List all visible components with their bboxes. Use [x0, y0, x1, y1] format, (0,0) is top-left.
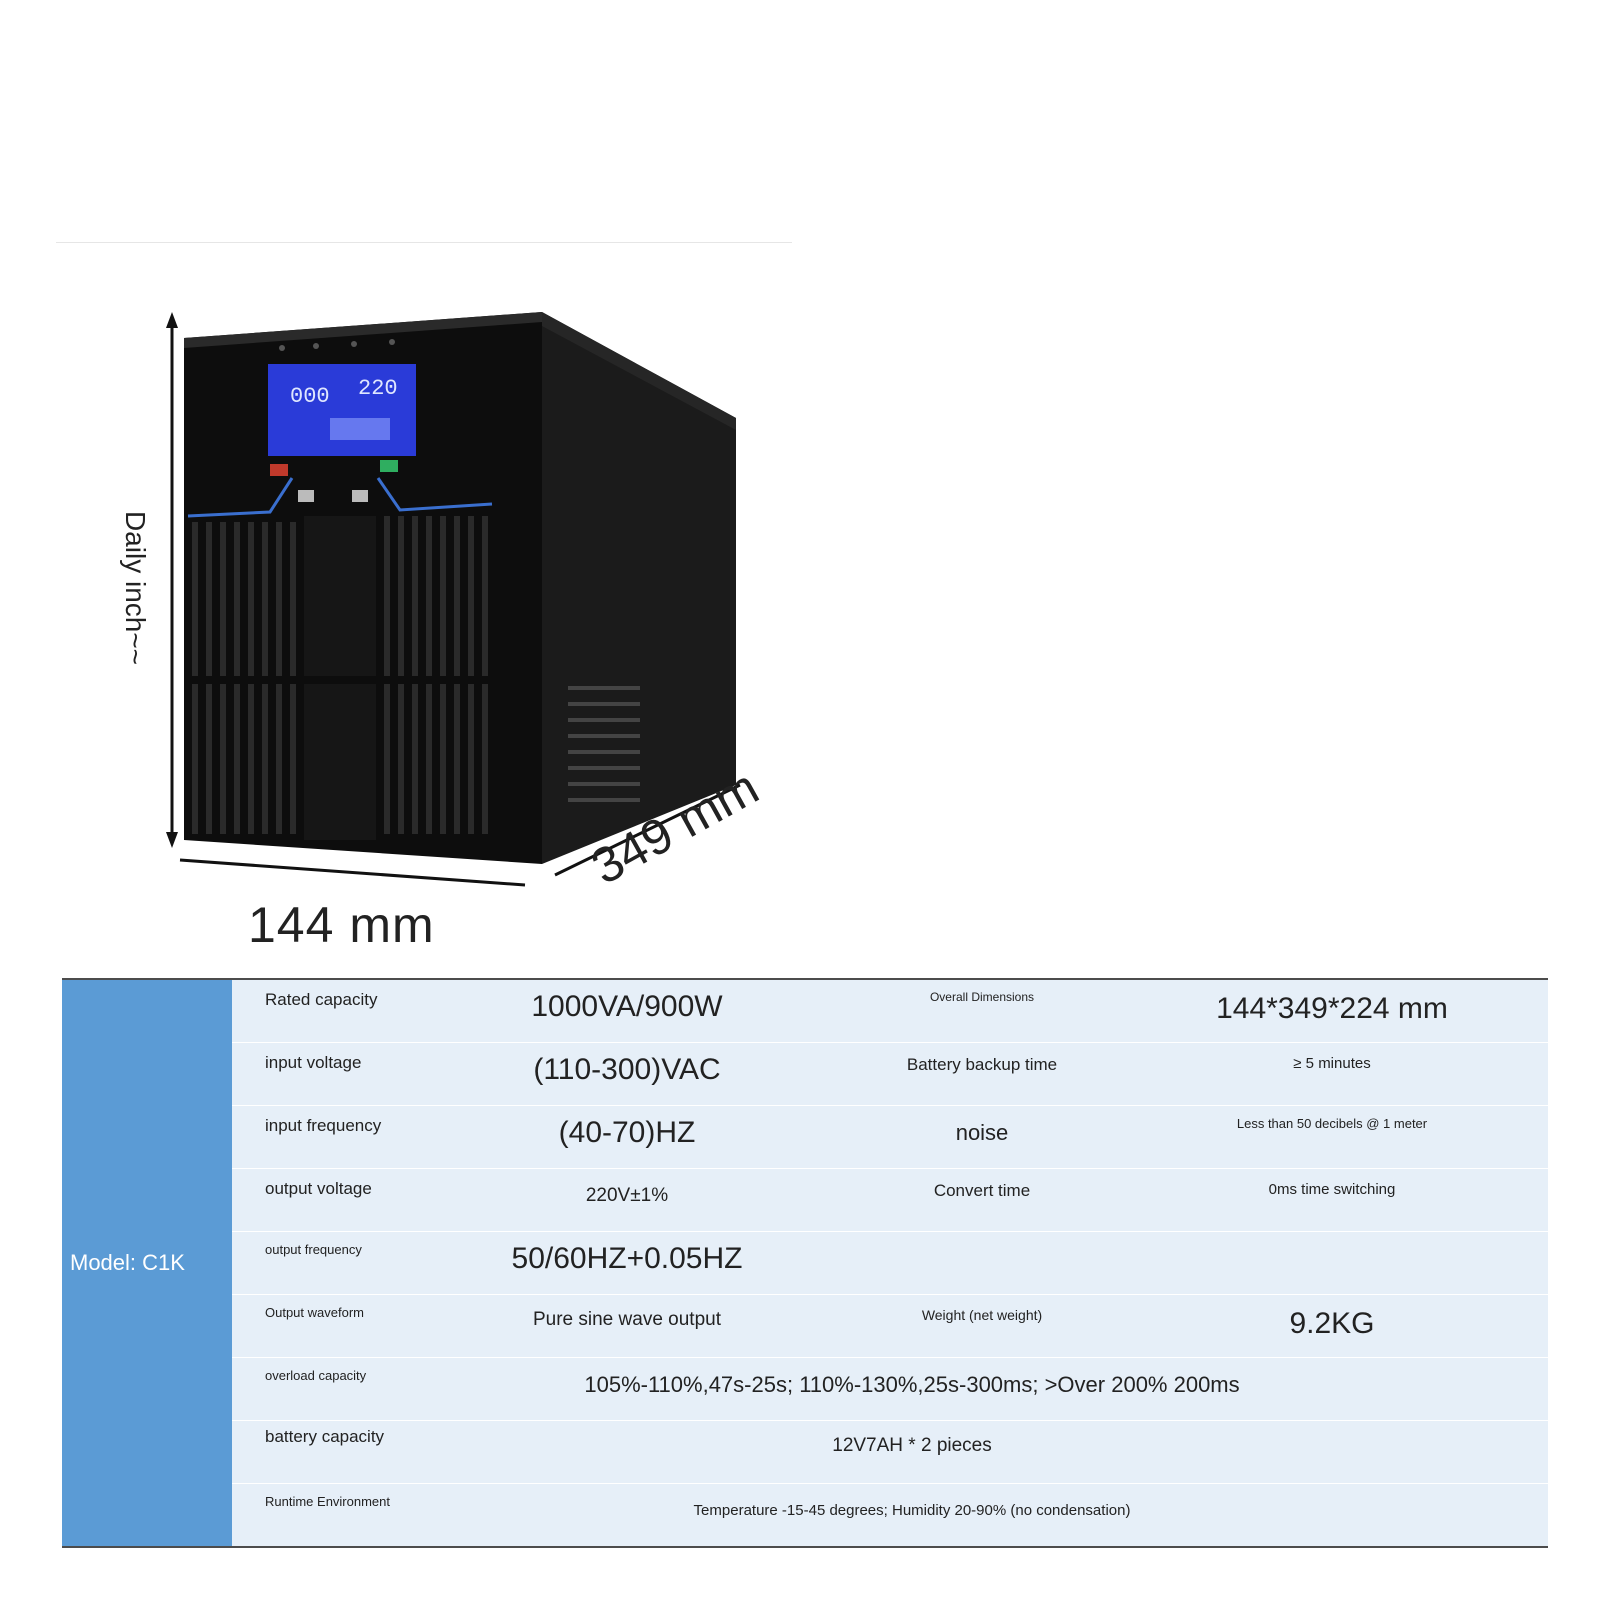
spec-row-output-frequency: output frequency 50/60HZ+0.05HZ	[232, 1232, 1548, 1295]
spec-label-2: Weight (net weight)	[921, 1307, 1043, 1323]
model-label: Model: C1K	[70, 1250, 185, 1275]
spec-row-output-waveform: Output waveform Pure sine wave output We…	[232, 1295, 1548, 1358]
spec-value-2: ≥ 5 minutes	[1293, 1055, 1371, 1072]
spec-label-2: Overall Dimensions	[929, 990, 1035, 1004]
spec-table: Model: C1K Rated capacity 1000VA/900W Ov…	[62, 978, 1548, 1548]
spec-label: battery capacity	[265, 1427, 385, 1446]
spec-label-2: Battery backup time	[906, 1055, 1058, 1074]
spec-label: input frequency	[265, 1116, 382, 1135]
spec-label: input voltage	[265, 1053, 362, 1072]
spec-row-output-voltage: output voltage 220V±1% Convert time 0ms …	[232, 1169, 1548, 1232]
spec-label: Rated capacity	[265, 990, 378, 1009]
spec-value: 50/60HZ+0.05HZ	[511, 1242, 743, 1275]
spec-row-battery-capacity: battery capacity 12V7AH * 2 pieces	[232, 1421, 1548, 1484]
ups-product-image: 000 220	[100, 300, 800, 960]
svg-text:000: 000	[290, 384, 330, 409]
spec-row-rated-capacity: Rated capacity 1000VA/900W Overall Dimen…	[232, 980, 1548, 1043]
spec-label-2: Convert time	[933, 1181, 1031, 1200]
spec-value-2: Less than 50 decibels @ 1 meter	[1236, 1116, 1428, 1131]
spec-value-2: 0ms time switching	[1268, 1181, 1396, 1198]
spec-row-overload-capacity: overload capacity 105%-110%,47s-25s; 110…	[232, 1358, 1548, 1421]
spec-rows: Rated capacity 1000VA/900W Overall Dimen…	[232, 980, 1548, 1546]
spec-value: 12V7AH * 2 pieces	[832, 1435, 992, 1456]
spec-value: Temperature -15-45 degrees; Humidity 20-…	[693, 1502, 1131, 1519]
width-dimension-label: 144 mm	[248, 897, 435, 953]
spec-value: 105%-110%,47s-25s; 110%-130%,25s-300ms; …	[584, 1372, 1240, 1397]
spec-value: (110-300)VAC	[533, 1053, 721, 1086]
svg-text:220: 220	[358, 376, 398, 401]
spec-row-input-frequency: input frequency (40-70)HZ noise Less tha…	[232, 1106, 1548, 1169]
spec-row-runtime-environment: Runtime Environment Temperature -15-45 d…	[232, 1484, 1548, 1546]
spec-row-input-voltage: input voltage (110-300)VAC Battery backu…	[232, 1043, 1548, 1106]
spec-label: overload capacity	[265, 1368, 367, 1383]
spec-value: 220V±1%	[585, 1185, 669, 1206]
spec-value-2: 9.2KG	[1289, 1307, 1375, 1340]
spec-value: Pure sine wave output	[532, 1309, 721, 1330]
top-divider-line	[56, 242, 792, 243]
spec-label: output frequency	[265, 1242, 362, 1257]
spec-label: Runtime Environment	[265, 1494, 390, 1509]
spec-label-2: noise	[955, 1120, 1009, 1145]
spec-label: output voltage	[265, 1179, 372, 1198]
spec-value: 1000VA/900W	[531, 990, 723, 1023]
spec-value-2: 144*349*224 mm	[1216, 992, 1448, 1025]
spec-value: (40-70)HZ	[558, 1116, 696, 1149]
height-dimension-label: Daily inch~~	[120, 510, 151, 666]
model-cell: Model: C1K	[62, 980, 232, 1546]
spec-label: Output waveform	[265, 1305, 364, 1320]
